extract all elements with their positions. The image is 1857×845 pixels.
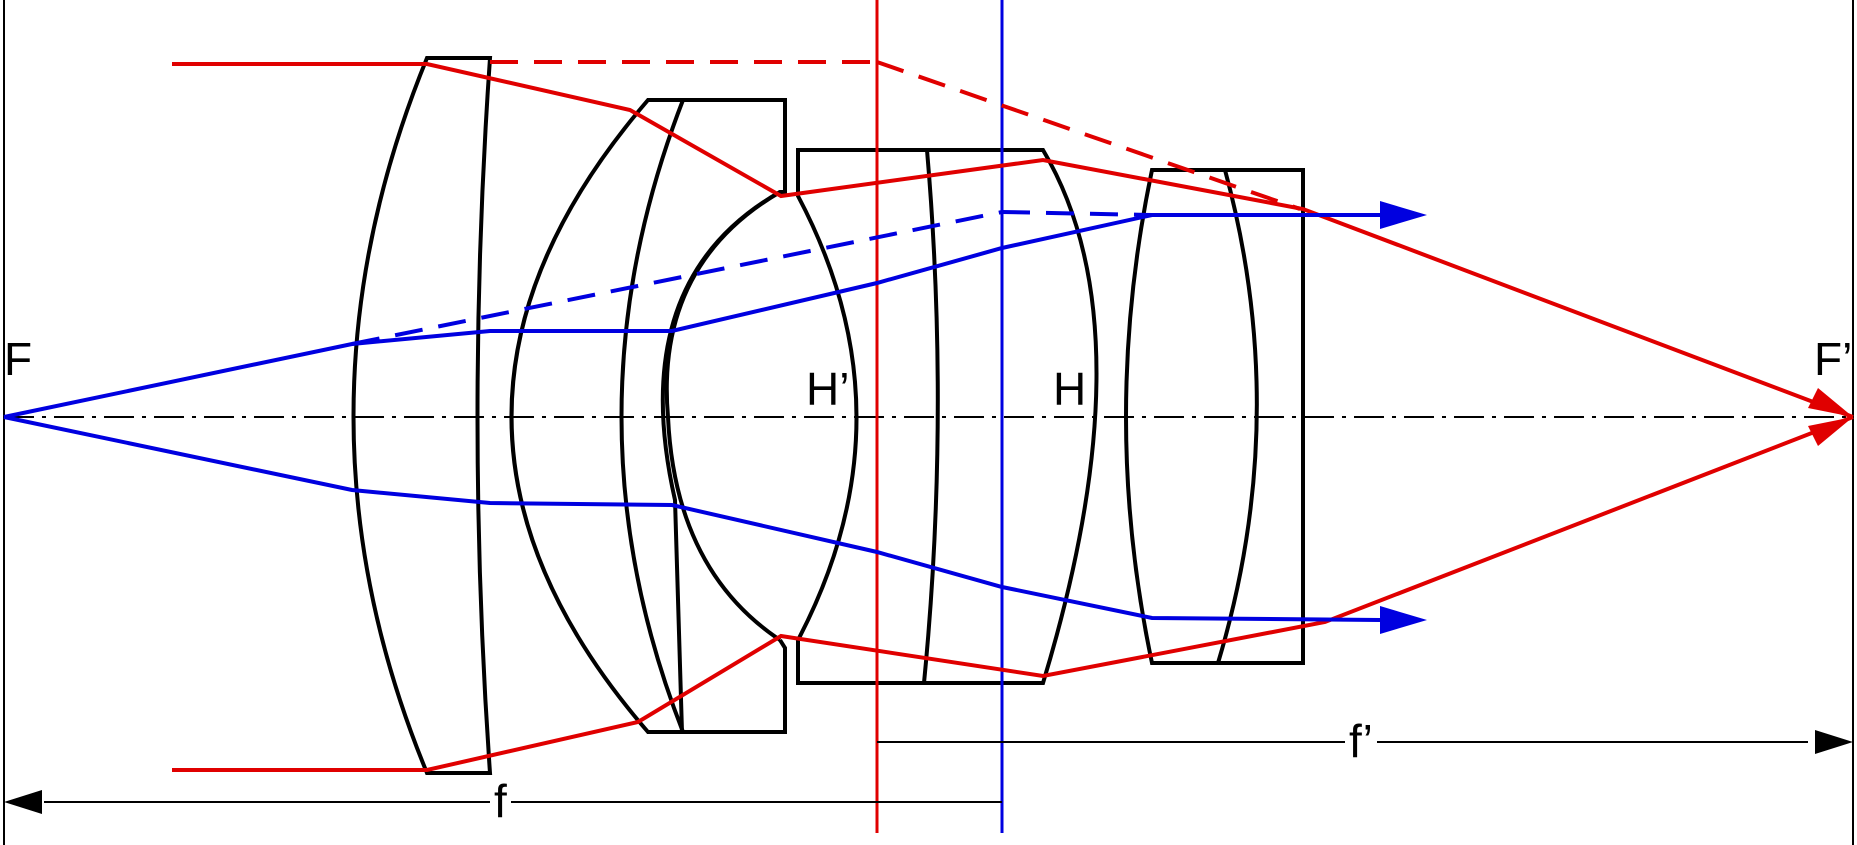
front-focal-length-arrowhead — [4, 790, 42, 814]
lens-element-4 — [1124, 168, 1305, 665]
marginal-ray-lower — [172, 415, 1854, 772]
rear-focal-length-arrowhead — [1815, 730, 1853, 754]
lens-element-2-inner-surface — [619, 99, 685, 733]
front-focal-length-label: f — [490, 778, 511, 824]
lens-element-4-inner-surface — [1216, 169, 1259, 664]
marginal-ray-convergence-extension — [876, 60, 1301, 211]
chief-ray-upper-arrowhead — [1380, 201, 1427, 229]
rear-focal-length-label: f’ — [1345, 718, 1377, 764]
rear-focus-upper-arrowhead — [1808, 388, 1853, 417]
lens-element-3 — [796, 148, 1099, 685]
lens-element-2-rear-surface — [664, 190, 782, 642]
front-focal-point-label: F — [4, 333, 33, 385]
chief-ray-upper — [3, 213, 1380, 419]
lens-element-2-lower-rim — [683, 638, 787, 734]
chief-ray-upper-extension-2 — [1001, 210, 1153, 217]
front-principal-plane-label: H — [1053, 363, 1087, 415]
chief-ray-upper-extension — [351, 210, 1003, 346]
rear-principal-plane-label: H’ — [806, 363, 850, 415]
rear-focal-point-label: F’ — [1814, 333, 1853, 385]
chief-ray-lower — [3, 415, 1381, 622]
rear-focus-lower-arrowhead — [1808, 417, 1853, 446]
marginal-ray-upper — [172, 62, 1854, 419]
chief-ray-lower-arrowhead — [1380, 606, 1427, 634]
lens-element-1 — [351, 56, 493, 775]
